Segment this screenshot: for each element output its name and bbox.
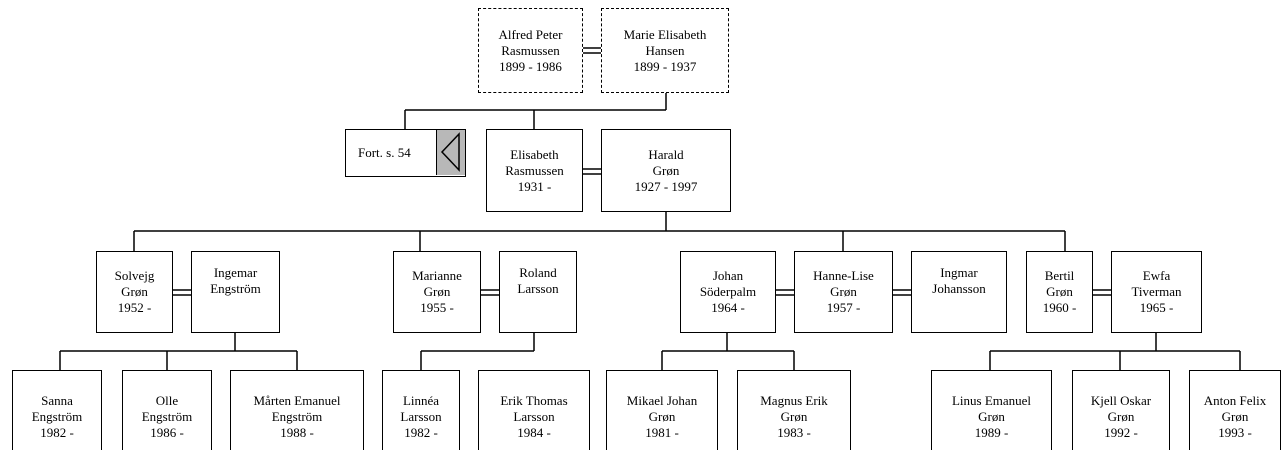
person-surname: Larsson — [513, 409, 555, 424]
person-dates: 1984 - — [517, 425, 551, 440]
person-surname: Engström — [31, 409, 83, 424]
person-name: Ingmar — [940, 265, 978, 280]
person-name: Marianne — [412, 268, 462, 283]
person-surname: Grøn — [1221, 409, 1249, 424]
person-sanna-engstrom: Sanna Engström 1982 - — [12, 370, 102, 450]
person-dates: 1952 - — [117, 300, 152, 315]
person-dates: 1986 - — [150, 425, 184, 440]
person-linnea-larsson: Linnéa Larsson 1982 - — [382, 370, 460, 450]
person-name: Erik Thomas — [500, 393, 568, 408]
person-bertil-gron: Bertil Grøn 1960 - — [1026, 251, 1093, 333]
person-surname: Tiverman — [1131, 284, 1182, 299]
person-dates: 1982 - — [40, 425, 74, 440]
person-surname: Grøn — [830, 284, 857, 299]
person-name: Magnus Erik — [760, 393, 828, 408]
person-alfred-peter-rasmussen: Alfred Peter Rasmussen 1899 - 1986 — [478, 8, 583, 93]
continuation-label: Fort. s. 54 — [358, 145, 411, 160]
person-dates: 1899 - 1986 — [499, 58, 562, 74]
person-dates: 1931 - — [517, 178, 552, 194]
person-name: Elisabeth — [510, 146, 559, 162]
person-magnus-erik-gron: Magnus Erik Grøn 1983 - — [737, 370, 851, 450]
person-surname: Grøn — [1046, 284, 1073, 299]
person-name: Hanne-Lise — [813, 268, 874, 283]
person-surname: Hansen — [645, 42, 685, 58]
person-mikael-johan-gron: Mikael Johan Grøn 1981 - — [606, 370, 718, 450]
person-surname: Söderpalm — [699, 284, 757, 299]
person-marie-elisabeth-hansen: Marie Elisabeth Hansen 1899 - 1937 — [601, 8, 729, 93]
person-surname: Engström — [210, 281, 261, 296]
person-kjell-oskar-gron: Kjell Oskar Grøn 1992 - — [1072, 370, 1170, 450]
person-dates: 1989 - — [974, 425, 1009, 440]
person-ewfa-tiverman: Ewfa Tiverman 1965 - — [1111, 251, 1202, 333]
person-name: Mikael Johan — [626, 393, 698, 408]
person-name: Linus Emanuel — [951, 393, 1032, 408]
person-surname: Grøn — [978, 409, 1005, 424]
person-name: Mårten Emanuel — [253, 393, 341, 408]
person-surname: Johansson — [932, 281, 986, 296]
person-dates: 1960 - — [1042, 300, 1077, 315]
person-marianne-gron: Marianne Grøn 1955 - — [393, 251, 481, 333]
person-surname: Larsson — [517, 281, 559, 296]
person-surname: Grøn — [652, 162, 680, 178]
person-dates: 1982 - — [404, 425, 438, 440]
person-olle-engstrom: Olle Engström 1986 - — [122, 370, 212, 450]
person-name: Solvejg — [114, 268, 155, 283]
person-surname: Rasmussen — [505, 162, 564, 178]
person-name: Bertil — [1044, 268, 1075, 283]
person-name: Harald — [648, 146, 684, 162]
person-name: Kjell Oskar — [1090, 393, 1152, 408]
person-roland-larsson: Roland Larsson — [499, 251, 577, 333]
continuation-reference[interactable]: Fort. s. 54 — [345, 129, 466, 177]
person-hanne-lise-gron: Hanne-Lise Grøn 1957 - — [794, 251, 893, 333]
person-johan-soderpalm: Johan Söderpalm 1964 - — [680, 251, 776, 333]
person-name: Olle — [155, 393, 179, 408]
person-dates: 1927 - 1997 — [634, 178, 698, 194]
person-dates: 1983 - — [777, 425, 811, 440]
person-solvejg-gron: Solvejg Grøn 1952 - — [96, 251, 173, 333]
person-dates: 1965 - — [1139, 300, 1174, 315]
person-surname: Grøn — [423, 284, 451, 299]
person-harald-gron: Harald Grøn 1927 - 1997 — [601, 129, 731, 212]
person-dates: 1957 - — [826, 300, 861, 315]
person-name: Linnéa — [402, 393, 440, 408]
person-surname: Grøn — [648, 409, 676, 424]
person-surname: Grøn — [780, 409, 808, 424]
person-dates: 1899 - 1937 — [633, 58, 697, 74]
person-name: Anton Felix — [1203, 393, 1267, 408]
person-surname: Larsson — [400, 409, 442, 424]
person-surname: Engström — [271, 409, 323, 424]
person-ingmar-johansson: Ingmar Johansson — [911, 251, 1007, 333]
person-dates: 1964 - — [711, 300, 745, 315]
person-marten-emanuel-engstrom: Mårten Emanuel Engström 1988 - — [230, 370, 364, 450]
person-name: Johan — [712, 268, 744, 283]
person-linus-emanuel-gron: Linus Emanuel Grøn 1989 - — [931, 370, 1052, 450]
person-dates: 1993 - — [1218, 425, 1252, 440]
person-name: Roland — [519, 265, 557, 280]
person-name: Alfred Peter — [498, 26, 563, 42]
triangle-left-icon — [436, 130, 465, 175]
person-surname: Engström — [141, 409, 193, 424]
person-dates: 1988 - — [280, 425, 314, 440]
person-dates: 1992 - — [1104, 425, 1138, 440]
person-erik-thomas-larsson: Erik Thomas Larsson 1984 - — [478, 370, 590, 450]
person-name: Marie Elisabeth — [623, 26, 707, 42]
person-elisabeth-rasmussen: Elisabeth Rasmussen 1931 - — [486, 129, 583, 212]
person-name: Ingemar — [213, 265, 258, 280]
person-surname: Grøn — [1107, 409, 1135, 424]
person-surname: Rasmussen — [501, 42, 560, 58]
person-dates: 1981 - — [645, 425, 679, 440]
person-anton-felix-gron: Anton Felix Grøn 1993 - — [1189, 370, 1281, 450]
person-name: Ewfa — [1142, 268, 1171, 283]
person-dates: 1955 - — [420, 300, 454, 315]
person-name: Sanna — [41, 393, 73, 408]
person-surname: Grøn — [121, 284, 148, 299]
person-ingemar-engstrom: Ingemar Engström — [191, 251, 280, 333]
